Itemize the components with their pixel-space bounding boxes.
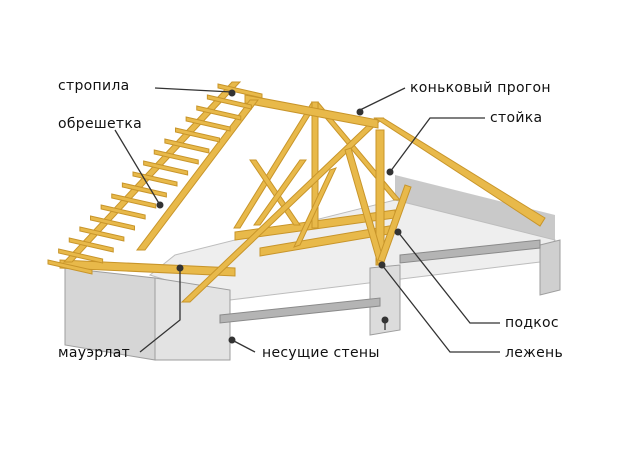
batten-board [143, 160, 189, 176]
leader-rafters [154, 87, 233, 93]
back-wall [395, 175, 555, 240]
upper-steel-beam [399, 239, 541, 264]
batten-board [164, 138, 210, 154]
leader-bearing-walls [231, 339, 256, 353]
label-wall-plate: мауэрлат [58, 345, 131, 361]
front-truss [180, 117, 546, 303]
leader-battens-dot [156, 201, 164, 209]
left-bearing-wall-top [154, 277, 231, 361]
batten-board [206, 94, 252, 110]
ridge-purlin [244, 94, 379, 129]
batten-board [153, 149, 199, 165]
leader-sill-dot [378, 261, 386, 269]
label-rafters: стропила [58, 78, 130, 94]
leader-strut-dot [394, 228, 402, 236]
batten-board [47, 259, 93, 275]
left-rafter [62, 81, 242, 263]
batten-board [196, 105, 242, 121]
batten-board [90, 215, 135, 231]
leader-battens [114, 129, 161, 206]
batten-board [185, 116, 231, 132]
leader-post [389, 117, 485, 173]
batten-board [121, 182, 167, 198]
batten-board [175, 127, 220, 143]
batten-board [68, 237, 114, 253]
label-strut: подкос [505, 315, 559, 331]
left-roof-slope [62, 81, 260, 263]
front-right-rafter [373, 117, 546, 227]
leader-wall-plate-dot [176, 264, 184, 272]
label-post: стойка [490, 110, 543, 126]
batten-board [58, 248, 104, 264]
label-battens: обрешетка [58, 116, 143, 132]
batten-board [132, 171, 178, 187]
label-bearing-walls: несущие стены [262, 345, 380, 361]
leader-post-dot [386, 168, 394, 176]
leader-lines [114, 87, 500, 353]
leader-rafters-dot [228, 89, 236, 97]
lower-steel-beam [219, 297, 381, 324]
batten-board [217, 83, 263, 99]
leader-strut [397, 231, 500, 324]
roof-battens [47, 83, 263, 275]
label-ridge-purlin: коньковый прогон [410, 80, 551, 96]
middle-bearing-wall [369, 264, 401, 336]
leader-ridge-dot [356, 108, 364, 116]
leader-wall-plate [139, 268, 181, 353]
leader-ridge [359, 87, 406, 111]
right-bearing-wall [539, 239, 561, 296]
leader-bearing-walls-2-dot [381, 316, 389, 324]
batten-board [79, 226, 125, 242]
batten-board [111, 193, 157, 209]
label-sill-beam: лежень [505, 345, 563, 361]
front-right-strut [377, 184, 412, 263]
leader-bearing-walls-dot [228, 336, 236, 344]
batten-board [100, 204, 146, 220]
leader-sill [381, 264, 500, 353]
